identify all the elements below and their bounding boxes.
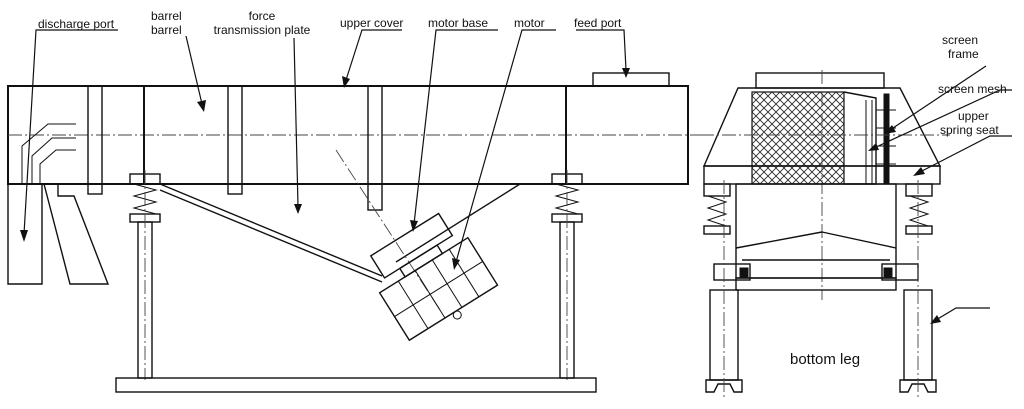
base-beam bbox=[115, 377, 597, 393]
end-legs bbox=[705, 180, 937, 398]
side-view bbox=[7, 72, 700, 393]
barrel-stiffeners bbox=[87, 85, 567, 211]
text-labels: discharge port barrel barrel force trans… bbox=[38, 9, 1007, 368]
label-upper-spring-seat-2: spring seat bbox=[940, 123, 999, 137]
label-screen-mesh: screen mesh bbox=[938, 82, 1007, 96]
label-discharge-port: discharge port bbox=[38, 17, 115, 31]
label-bottom-leg: bottom leg bbox=[790, 351, 860, 368]
label-barrel-1: barrel bbox=[151, 9, 182, 23]
label-force-2: transmission plate bbox=[214, 23, 311, 37]
label-motor-base: motor base bbox=[428, 16, 488, 30]
end-view bbox=[700, 70, 950, 398]
leader-lines bbox=[20, 29, 1012, 324]
label-upper-spring-seat-1: upper bbox=[958, 109, 989, 123]
screen-mesh-part bbox=[751, 91, 845, 185]
screen-frame-part bbox=[865, 93, 896, 185]
right-support bbox=[551, 170, 583, 380]
left-support bbox=[129, 170, 161, 380]
discharge-port-part bbox=[7, 123, 110, 285]
label-motor: motor bbox=[514, 16, 545, 30]
label-upper-cover: upper cover bbox=[340, 16, 403, 30]
end-springs bbox=[703, 183, 933, 235]
force-transmission-plate-part bbox=[159, 183, 521, 283]
label-barrel-2: barrel bbox=[151, 23, 182, 37]
motor-assembly bbox=[335, 149, 499, 342]
end-lower-frame bbox=[713, 183, 919, 291]
feed-port-part bbox=[592, 72, 670, 87]
barrel-body bbox=[7, 85, 700, 185]
label-screen-frame-2: frame bbox=[948, 47, 979, 61]
label-screen-frame-1: screen bbox=[942, 33, 978, 47]
label-feed-port: feed port bbox=[574, 16, 622, 30]
label-force-1: force bbox=[249, 9, 276, 23]
